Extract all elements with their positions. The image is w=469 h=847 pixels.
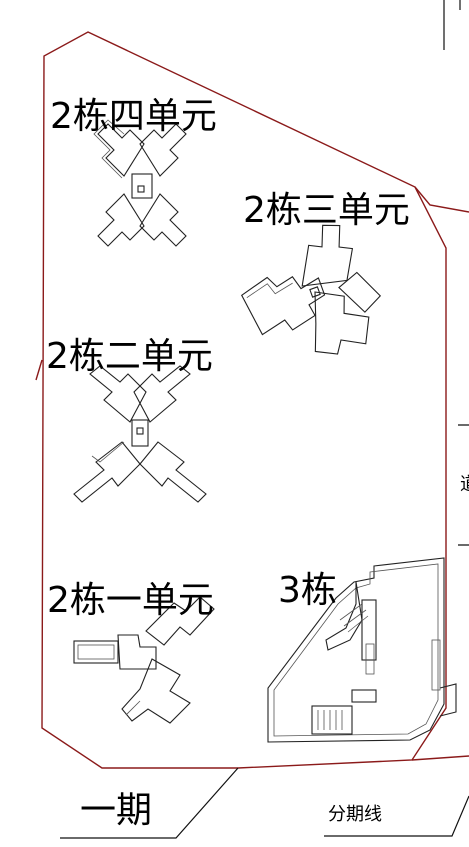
building-3 — [267, 557, 457, 743]
label-building-2-unit-2: 2栋二单元 — [46, 336, 213, 377]
phase-divider — [60, 767, 239, 839]
label-building-2-unit-1: 2栋一单元 — [47, 580, 214, 621]
road-edge-right — [443, 0, 469, 546]
building-2-unit-3 — [240, 224, 382, 355]
label-building-2-unit-3: 2栋三单元 — [243, 190, 410, 231]
building-2-unit-4 — [93, 119, 187, 247]
phase-line-right — [324, 795, 469, 837]
site-boundary — [41, 31, 447, 769]
label-building-3: 3栋 — [278, 570, 337, 611]
boundary-extension-bottom — [411, 755, 469, 761]
building-2-unit-1 — [73, 596, 215, 724]
label-edge-char: 道 — [460, 474, 469, 495]
boundary-tick — [35, 359, 43, 381]
label-phase-line: 分期线 — [328, 804, 382, 825]
label-phase-1: 一期 — [80, 790, 152, 831]
label-building-2-unit-4: 2栋四单元 — [50, 96, 217, 137]
boundary-extension-top — [414, 186, 469, 213]
building-2-unit-2 — [73, 365, 207, 503]
